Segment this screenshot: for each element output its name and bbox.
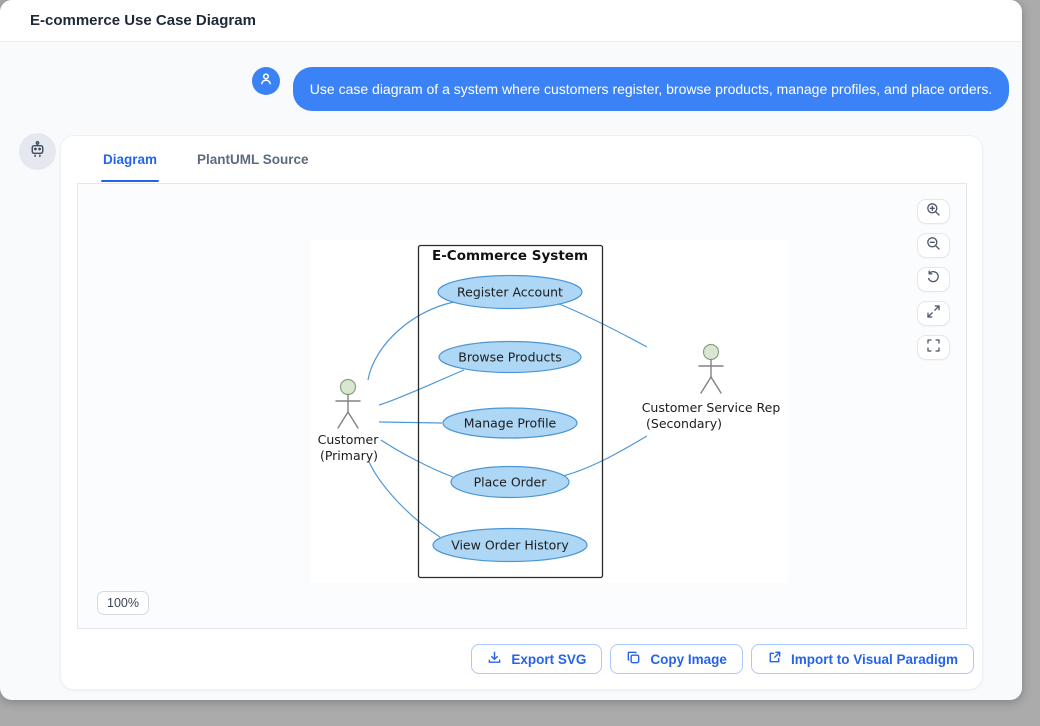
zoom-controls xyxy=(917,199,950,360)
user-message-bubble: Use case diagram of a system where custo… xyxy=(293,67,1009,111)
copy-image-label: Copy Image xyxy=(650,651,727,667)
app-window: E-commerce Use Case Diagram Use case dia… xyxy=(0,0,1022,700)
actor-csrep-role: (Secondary) xyxy=(646,416,722,431)
import-visual-paradigm-label: Import to Visual Paradigm xyxy=(790,651,958,667)
edge-customer-browse xyxy=(378,369,465,406)
actor-customer-role: (Primary) xyxy=(320,448,378,463)
usecase-register-account-label: Register Account xyxy=(457,285,563,300)
copy-icon xyxy=(626,650,641,668)
usecase-register-account[interactable] xyxy=(437,274,583,310)
reset-icon xyxy=(926,270,941,290)
usecase-browse-products[interactable] xyxy=(438,340,582,374)
bot-avatar xyxy=(19,133,56,170)
import-visual-paradigm-button[interactable]: Import to Visual Paradigm xyxy=(750,644,974,674)
zoom-out-button[interactable] xyxy=(917,233,950,258)
edge-customer-place xyxy=(380,439,454,478)
person-icon xyxy=(258,71,274,92)
reset-view-button[interactable] xyxy=(917,267,950,292)
use-case-diagram: E-Commerce System Register Account Brows… xyxy=(318,244,781,579)
copy-image-button[interactable]: Copy Image xyxy=(610,644,743,674)
edge-place-csrep xyxy=(562,435,648,477)
fullscreen-button[interactable] xyxy=(917,335,950,360)
association-edges xyxy=(367,301,648,538)
zoom-level-badge: 100% xyxy=(97,591,149,615)
download-icon xyxy=(487,650,502,668)
zoom-in-button[interactable] xyxy=(917,199,950,224)
diagram-canvas[interactable]: E-Commerce System Register Account Brows… xyxy=(311,240,788,583)
expand-icon xyxy=(926,304,941,324)
user-avatar xyxy=(252,67,280,95)
fullscreen-icon xyxy=(926,338,941,358)
system-boundary-title: E-Commerce System xyxy=(432,248,588,264)
usecase-view-order-history-label: View Order History xyxy=(451,538,569,553)
usecase-manage-profile[interactable] xyxy=(442,407,578,439)
system-boundary-box xyxy=(417,244,604,579)
external-link-icon xyxy=(767,650,782,668)
usecase-view-order-history[interactable] xyxy=(432,527,588,563)
actor-csrep-body xyxy=(698,358,724,394)
app-header: E-commerce Use Case Diagram xyxy=(0,0,1022,42)
use-case-nodes: Register Account Browse Products Manage … xyxy=(432,274,588,563)
diagram-card: Diagram PlantUML Source xyxy=(60,135,983,690)
robot-icon xyxy=(28,140,47,164)
edge-customer-manage xyxy=(378,421,443,424)
actor-csrep-head xyxy=(702,343,720,361)
edge-customer-register xyxy=(367,301,455,381)
export-svg-button[interactable]: Export SVG xyxy=(471,644,603,674)
user-message-text: Use case diagram of a system where custo… xyxy=(309,81,993,97)
expand-button[interactable] xyxy=(917,301,950,326)
usecase-place-order[interactable] xyxy=(450,465,570,499)
tab-plantuml-source[interactable]: PlantUML Source xyxy=(197,151,309,167)
actor-customer-name: Customer xyxy=(318,432,380,447)
usecase-place-order-label: Place Order xyxy=(474,475,548,490)
usecase-manage-profile-label: Manage Profile xyxy=(464,416,557,431)
edge-customer-history xyxy=(368,461,441,538)
export-svg-label: Export SVG xyxy=(511,651,587,667)
tab-bar: Diagram PlantUML Source xyxy=(101,136,311,182)
edge-register-csrep xyxy=(558,303,648,348)
actor-customer-body xyxy=(335,393,361,429)
action-buttons: Export SVG Copy Image Im xyxy=(471,644,974,674)
diagram-viewport[interactable]: E-Commerce System Register Account Brows… xyxy=(77,183,967,629)
actor-customer-service-rep[interactable]: Customer Service Rep (Secondary) xyxy=(642,343,781,432)
usecase-browse-products-label: Browse Products xyxy=(458,350,561,365)
actor-customer[interactable]: Customer (Primary) xyxy=(318,378,380,464)
actor-csrep-name: Customer Service Rep xyxy=(642,400,781,415)
page-title: E-commerce Use Case Diagram xyxy=(30,12,256,29)
tab-diagram[interactable]: Diagram xyxy=(101,136,160,182)
zoom-out-icon xyxy=(926,236,941,256)
zoom-in-icon xyxy=(926,202,941,222)
actor-customer-head xyxy=(339,378,357,396)
